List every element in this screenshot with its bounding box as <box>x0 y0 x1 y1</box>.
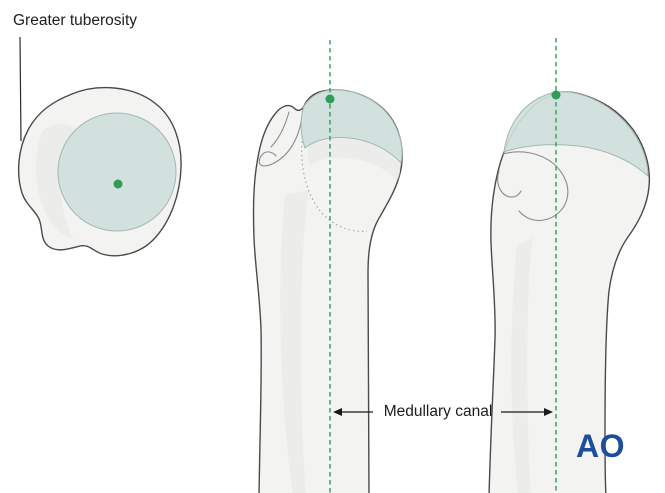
articular-surface-axial <box>57 112 177 232</box>
lateral-tuberosity-line <box>502 151 569 222</box>
anterior-shaft-shading <box>280 190 309 493</box>
articular-surface-anterior <box>300 89 403 165</box>
bicipital-groove-line <box>258 106 304 167</box>
medullary-canal-arrowhead-right <box>544 408 553 416</box>
entry-point-lateral <box>551 90 561 100</box>
lateral-tuberosity-hook <box>497 170 522 198</box>
medullary-canal-pointers <box>333 408 553 416</box>
ao-logo: AO <box>576 428 625 464</box>
anterior-humerus-view <box>252 40 403 493</box>
medullary-canal-arrowhead-left <box>333 408 342 416</box>
greater-tuberosity-label: Greater tuberosity <box>13 12 138 29</box>
medullary-canal-label: Medullary canal <box>383 403 493 420</box>
articular-surface-lateral <box>503 91 649 178</box>
lateral-humerus-view <box>488 38 651 493</box>
anterior-head-shading <box>307 138 401 181</box>
axial-shading <box>36 124 75 239</box>
entry-point-axial <box>113 179 123 189</box>
tuberosity-ridge-line <box>270 111 290 148</box>
lateral-shaft-shading <box>511 238 533 493</box>
axial-head-view <box>17 86 182 257</box>
greater-tuberosity-leader-line <box>19 36 22 142</box>
entry-point-anterior <box>325 94 335 104</box>
